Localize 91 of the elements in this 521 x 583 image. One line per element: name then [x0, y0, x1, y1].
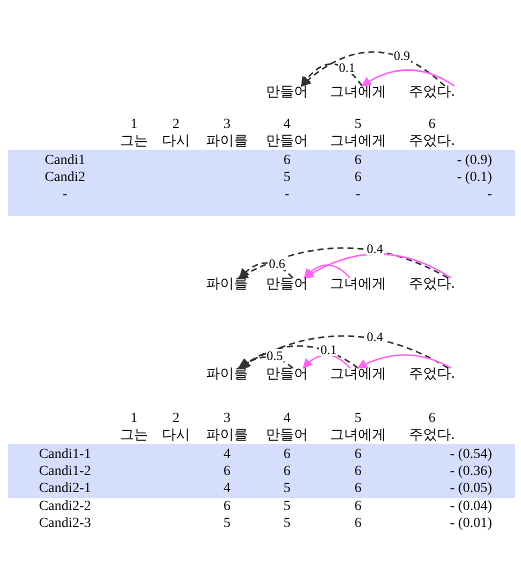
cell-value: 6 [222, 463, 232, 480]
word-token: 주었다. [400, 366, 464, 383]
dependency-arc [238, 335, 448, 369]
cell-value: - (0.9) [456, 152, 492, 169]
cell-value: - (0.54) [449, 446, 492, 463]
cell-value: 6 [354, 515, 362, 532]
edge-label: 0.4 [366, 242, 384, 256]
cell-value: 6 [354, 480, 362, 497]
edge-label: 0.4 [366, 330, 384, 344]
column-number: 2 [172, 410, 180, 427]
word-token: 만들어 [258, 366, 316, 383]
cell-value: 5 [282, 515, 292, 532]
word-token: 주었다. [408, 427, 456, 444]
cell-value: - (0.1) [456, 169, 492, 186]
word-token: 다시 [161, 427, 191, 444]
word-token: 만들어 [258, 84, 316, 101]
word-token: 주었다. [400, 276, 464, 293]
column-number: 3 [222, 410, 232, 427]
column-number: 2 [172, 116, 180, 133]
cell-value: - (0.04) [449, 498, 492, 515]
cell-value: - (0.36) [449, 463, 492, 480]
dependency-arc [357, 354, 452, 369]
column-number: 6 [428, 116, 436, 133]
cell-value: 5 [222, 515, 232, 532]
word-token: 그녀에게 [329, 427, 387, 444]
cell-value: 6 [282, 446, 292, 463]
cell-value: 6 [354, 498, 362, 515]
cell-value: 5 [282, 498, 292, 515]
column-number: 1 [130, 116, 138, 133]
candidate-label: Candi2 [44, 169, 86, 186]
word-token: 파이를 [198, 276, 256, 293]
cell-value: 5 [282, 480, 292, 497]
word-token: 그녀에게 [318, 366, 398, 383]
cell-value: 6 [222, 498, 232, 515]
edge-label: 0.9 [392, 48, 412, 62]
cell-value: 4 [222, 446, 232, 463]
word-token: 그녀에게 [329, 133, 387, 150]
candidate-label: Candi2-3 [38, 515, 92, 532]
edge-label: 0.1 [319, 343, 338, 356]
cell-value: 6 [282, 463, 292, 480]
cell-value: 5 [282, 169, 292, 186]
word-token: 만들어 [265, 427, 309, 444]
column-number: 4 [282, 410, 292, 427]
word-token: 그녀에게 [318, 276, 398, 293]
column-number: 5 [354, 116, 362, 133]
column-number: 4 [282, 116, 292, 133]
word-token: 주었다. [400, 84, 464, 101]
dependency-arc [240, 356, 294, 369]
candidate-label: Candi1-2 [38, 463, 92, 480]
cell-value: - [486, 186, 492, 203]
dependency-arc [361, 69, 455, 87]
dependency-arc [238, 345, 358, 369]
dependency-arc [300, 51, 446, 87]
candidate-label: Candi1 [44, 152, 86, 169]
word-token: 파이를 [205, 427, 249, 444]
word-token: 그는 [119, 427, 149, 444]
word-token: 만들어 [258, 276, 316, 293]
word-token: 그녀에게 [318, 84, 398, 101]
column-number: 6 [428, 410, 436, 427]
edge-label: 0.1 [338, 61, 356, 74]
word-token: 파이를 [205, 133, 249, 150]
cell-value: - [354, 186, 362, 203]
dependency-arc [238, 247, 448, 279]
dependency-arc [304, 253, 452, 279]
column-number: 1 [130, 410, 138, 427]
cell-value: 6 [354, 169, 362, 186]
cell-value: - (0.01) [449, 515, 492, 532]
word-token: 그는 [119, 133, 149, 150]
column-number: 3 [222, 116, 232, 133]
cell-value: 6 [282, 152, 292, 169]
candidate-label: Candi2-2 [38, 498, 92, 515]
candidate-label: - [62, 186, 68, 203]
cell-value: 6 [354, 463, 362, 480]
cell-value: - (0.05) [449, 480, 492, 497]
cell-value: 4 [222, 480, 232, 497]
column-number: 5 [354, 410, 362, 427]
cell-value: 6 [354, 446, 362, 463]
edge-label: 0.5 [266, 349, 284, 362]
candidate-label: Candi2-1 [38, 480, 92, 497]
word-token: 파이를 [198, 366, 256, 383]
cell-value: 6 [354, 152, 362, 169]
candidate-label: Candi1-1 [38, 446, 92, 463]
edge-label: 0.6 [268, 256, 286, 270]
dependency-arc [300, 63, 363, 87]
cell-value: - [284, 186, 290, 203]
word-token: 다시 [161, 133, 191, 150]
dependency-arc [304, 264, 351, 279]
word-token: 만들어 [265, 133, 309, 150]
dependency-arc [239, 262, 294, 279]
dependency-arc [302, 354, 351, 369]
word-token: 주었다. [408, 133, 456, 150]
